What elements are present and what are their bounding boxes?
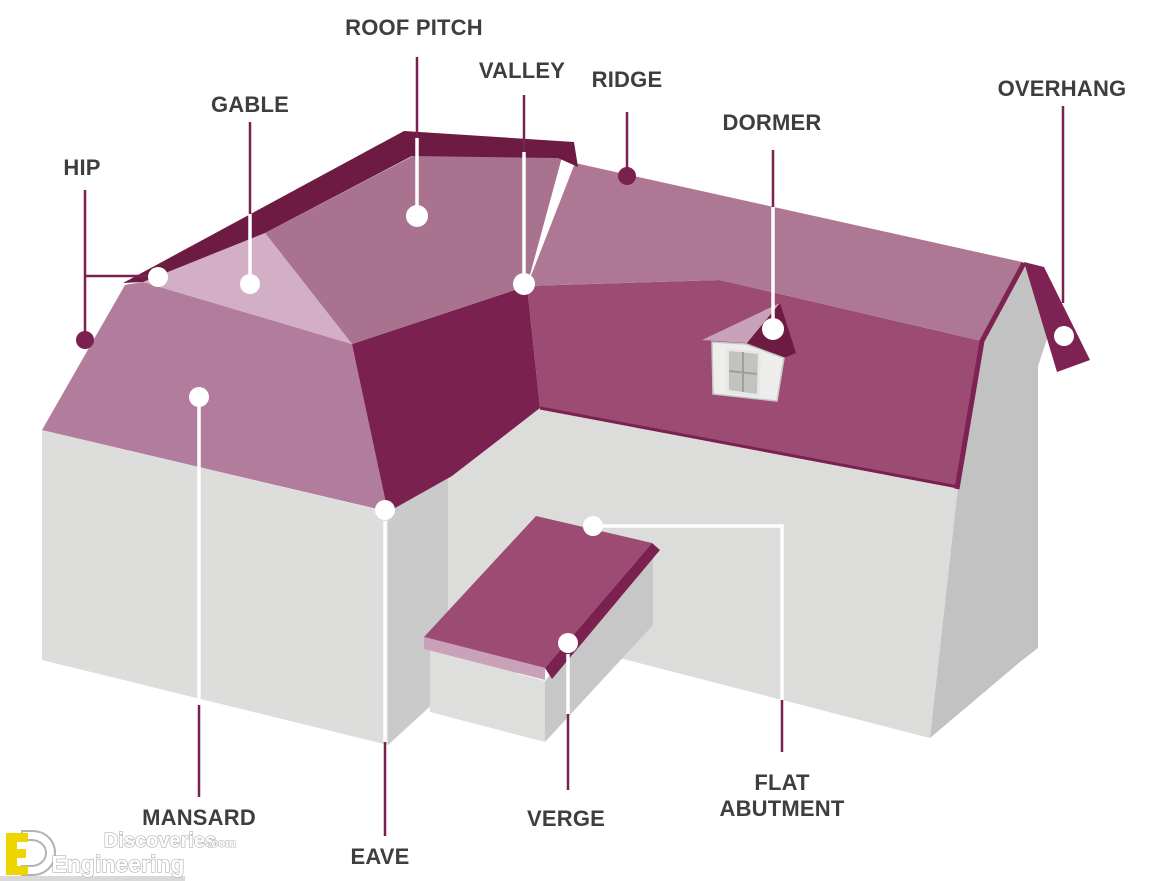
overhang-trim	[1024, 262, 1090, 372]
eave-label: EAVE	[350, 844, 409, 869]
porch-roof-fascia	[424, 637, 545, 680]
house-illustration	[42, 131, 1090, 745]
valley-marker-dot	[513, 273, 535, 295]
brand-logo: Discoveries .com Engineering	[0, 829, 237, 881]
porch-side-wall	[545, 553, 653, 742]
logo-dotcom-text: .com	[208, 836, 236, 850]
mansard-label: MANSARD	[142, 805, 256, 830]
flat-abutment-label-line1: FLAT	[754, 770, 810, 795]
gable-label: GABLE	[211, 92, 289, 117]
valley-label: VALLEY	[479, 58, 565, 83]
dormer	[702, 303, 796, 402]
flat-abutment-label-line2: ABUTMENT	[719, 796, 844, 821]
left-wing-upper-slope	[265, 155, 562, 344]
hip-marker-dot	[148, 267, 168, 287]
dormer-window-mullions	[728, 352, 758, 392]
hip-leader-line	[83, 190, 148, 340]
leader-lines	[83, 57, 1065, 836]
porch-front-wall	[430, 650, 545, 742]
eave-marker-dot	[375, 500, 395, 520]
overhang-marker-dot	[1054, 326, 1074, 346]
mansard-end-lower-slope-fill	[42, 282, 390, 512]
left-wing-front-lower-slope	[352, 286, 540, 512]
gable-marker-dot	[240, 274, 260, 294]
porch-roof-top	[424, 516, 652, 668]
dormer-roof-left-slope	[702, 303, 780, 343]
flat-abutment-leader-line-white	[600, 524, 784, 700]
mansard-marker-dot	[189, 387, 209, 407]
ridge-marker-dot-filled	[618, 167, 636, 185]
overhang-label: OVERHANG	[998, 76, 1127, 101]
marker-dots	[76, 167, 1074, 653]
ridge-label: RIDGE	[592, 67, 663, 92]
verge-label: VERGE	[527, 806, 605, 831]
roof-back-band	[123, 131, 578, 283]
right-gable-wall	[930, 263, 1056, 738]
hip-marker-dot-filled	[76, 331, 94, 349]
roof-pitch-label: ROOF PITCH	[345, 15, 483, 40]
logo-engineering-text: Engineering	[52, 851, 185, 877]
gable-edge-trim	[954, 261, 1027, 490]
main-eave-edge	[539, 406, 959, 489]
footer-bar	[0, 876, 185, 881]
roof-pitch-marker-dot	[406, 205, 428, 227]
hip-label: HIP	[63, 155, 100, 180]
logo-e-icon	[6, 833, 28, 875]
verge-marker-dot	[558, 633, 578, 653]
dormer-label: DORMER	[723, 110, 822, 135]
logo-discoveries-text: Discoveries	[104, 830, 216, 852]
flat-abutment-marker-dot	[583, 516, 603, 536]
diagram-labels: HIP GABLE ROOF PITCH VALLEY RIDGE DORMER…	[63, 15, 1126, 869]
left-wing-end-wall	[42, 430, 388, 745]
dormer-marker-dot	[762, 318, 784, 340]
